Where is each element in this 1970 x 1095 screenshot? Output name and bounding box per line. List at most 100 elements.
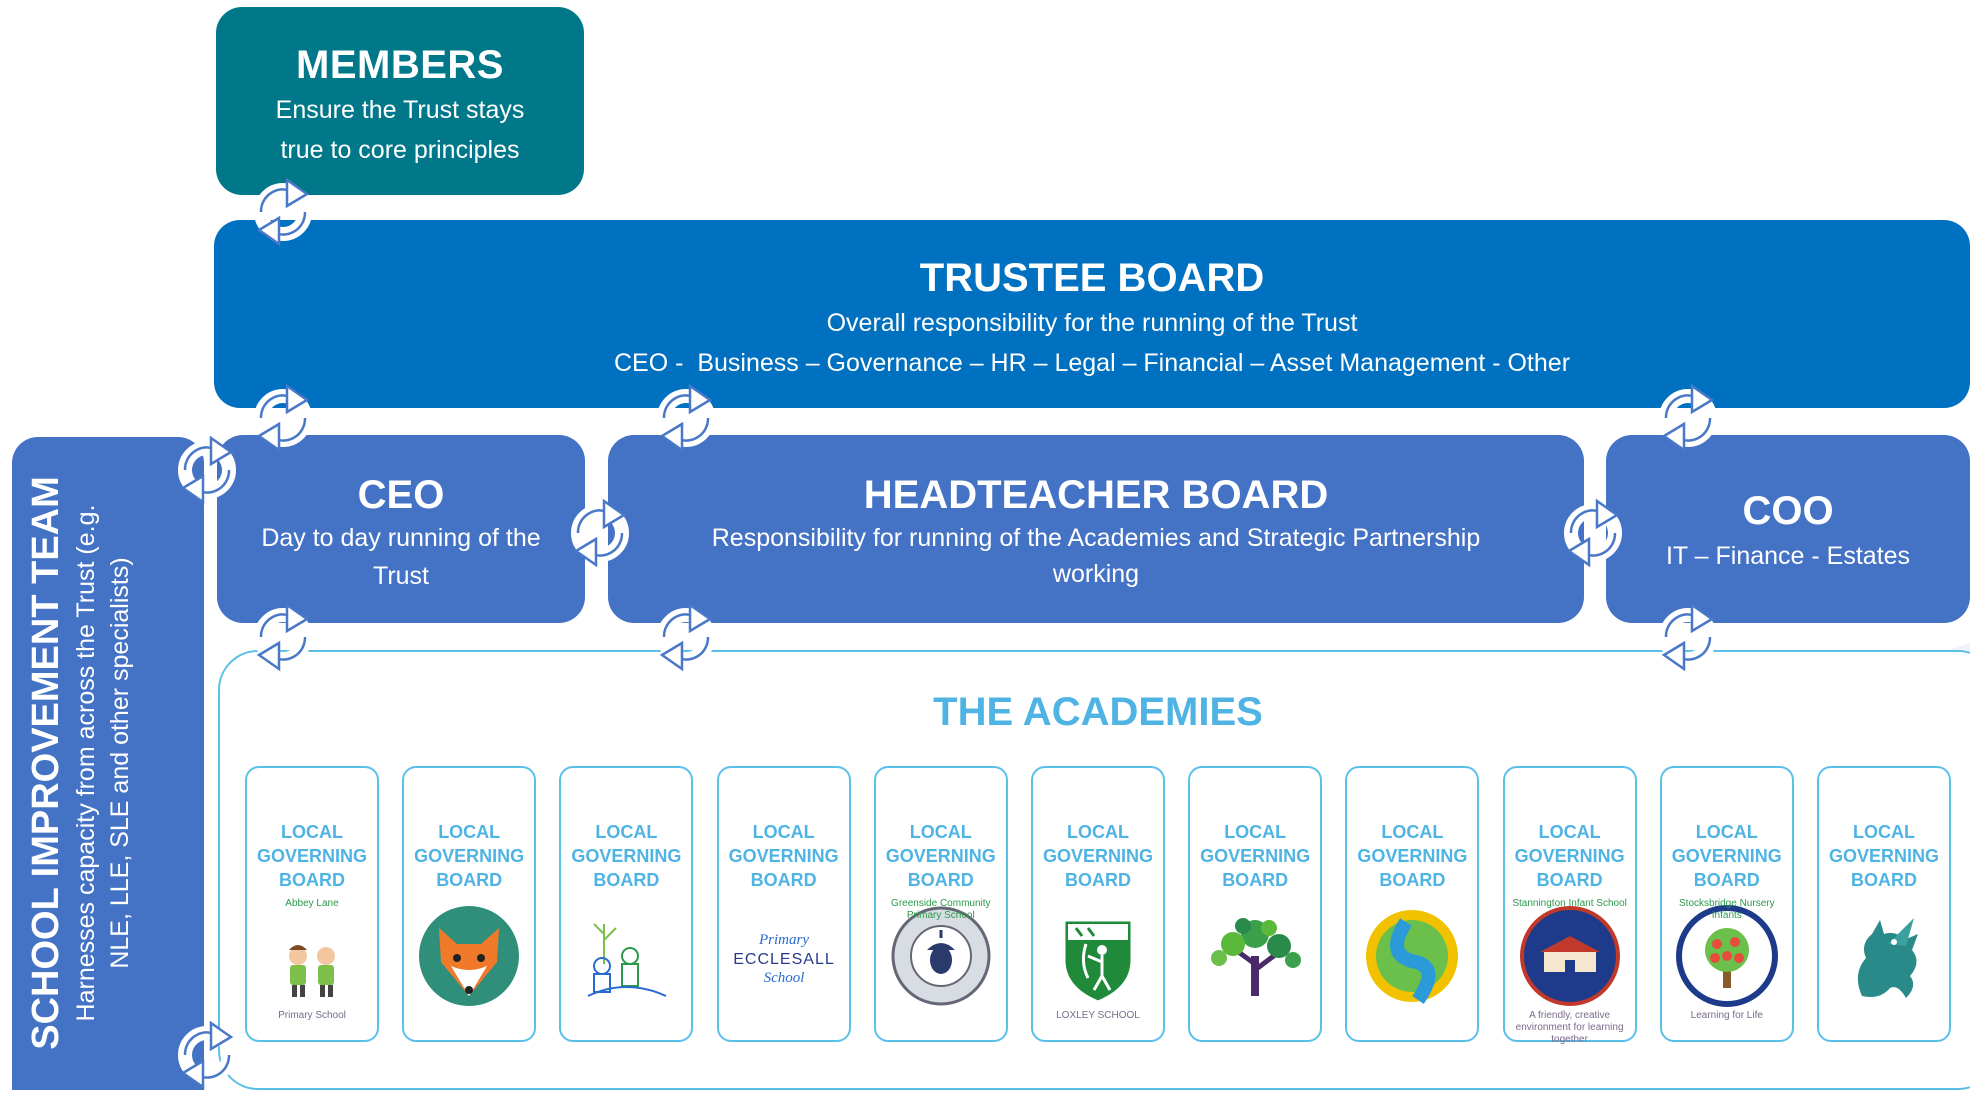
cycle-arrow-icon <box>646 378 726 458</box>
coo-line1: IT – Finance - Estates <box>1665 542 1911 570</box>
board-label-line2: GOVERNING <box>1514 846 1625 866</box>
school-logo-text: ECCLESALL <box>733 951 835 968</box>
school-logo-text-top: Stocksbridge Nursery Infants <box>1679 898 1775 921</box>
local-governing-board-card: LOCAL GOVERNING BOARD <box>1188 766 1323 1042</box>
board-label-line3: BOARD <box>907 870 974 890</box>
local-governing-board-card: LOCAL GOVERNING BOARD Greenside Community P… <box>873 766 1008 1042</box>
board-label-line3: BOARD <box>593 870 660 890</box>
board-label-line1: LOCAL <box>438 822 501 842</box>
cycle-arrow-icon <box>560 493 640 573</box>
coo-box: COO IT – Finance - Estates <box>1606 435 1970 623</box>
board-label-line2: GOVERNING <box>1828 846 1939 866</box>
board-label-line1: LOCAL <box>281 822 343 842</box>
cycle-arrow-icon <box>1648 378 1728 458</box>
ceo-box: CEO Day to day running of the Trust <box>217 435 585 623</box>
board-label-line2: GOVERNING <box>571 846 682 866</box>
ceo-title: CEO <box>357 473 445 517</box>
board-label-line3: BOARD <box>279 870 345 890</box>
school-logo-text: Primary <box>758 932 809 948</box>
school-logo-text-bottom: Learning for Life <box>1690 1010 1763 1021</box>
trustee-board-title: TRUSTEE BOARD <box>919 256 1265 300</box>
archer-shield-icon <box>1062 918 1134 1004</box>
board-label-line2: GOVERNING <box>1042 846 1153 866</box>
members-box: MEMBERS Ensure the Trust stays true to c… <box>216 7 584 195</box>
school-logo-text: School <box>763 970 804 986</box>
local-governing-board-card: LOCAL GOVERNING BOARD <box>1345 766 1480 1042</box>
academies-title: THE ACADEMIES <box>933 690 1263 734</box>
board-label-line2: GOVERNING <box>1357 846 1468 866</box>
cycle-arrow-icon <box>243 378 323 458</box>
board-label-line1: LOCAL <box>1224 822 1287 842</box>
cycle-arrow-icon <box>243 172 323 252</box>
fox-icon <box>419 906 520 1006</box>
school-logo-text-top: Greenside Community Primary School <box>891 898 991 921</box>
local-governing-board-label: LOCAL GOVERNING BOARD <box>1190 820 1320 892</box>
cycle-arrow-icon <box>243 597 323 677</box>
board-label-line3: BOARD <box>1222 870 1289 890</box>
trustee-board-line2: CEO - Business – Governance – HR – Legal… <box>613 349 1571 377</box>
school-logo-text-bottom: Primary School <box>278 1010 346 1021</box>
headteacher-board-box: HEADTEACHER BOARD Responsibility for run… <box>608 435 1584 623</box>
board-label-line2: GOVERNING <box>414 846 525 866</box>
school-improvement-line2: NLE, LLE, SLE and other specialists) <box>106 557 134 969</box>
school-building-icon <box>1519 906 1620 1006</box>
school-improvement-team-box: SCHOOL IMPROVEMENT TEAM Harnesses capaci… <box>12 437 204 1090</box>
board-label-line3: BOARD <box>1065 870 1131 890</box>
ceo-line2: Trust <box>372 562 430 590</box>
cycle-arrow-icon <box>1648 597 1728 677</box>
board-label-line1: LOCAL <box>1853 822 1915 842</box>
local-governing-board-label: LOCAL GOVERNING BOARD <box>1819 820 1949 892</box>
local-governing-board-card: LOCAL GOVERNING BOARD <box>559 766 694 1042</box>
board-label-line2: GOVERNING <box>885 846 996 866</box>
drawing-icon <box>587 923 667 997</box>
school-logo-text-top: Stannington Infant School <box>1512 898 1627 909</box>
trustee-board-line1: Overall responsibility for the running o… <box>826 309 1358 337</box>
school-logo-text-top: Abbey Lane <box>285 898 339 909</box>
board-label-line2: GOVERNING <box>728 846 839 866</box>
local-governing-board-label: LOCAL GOVERNING BOARD <box>561 820 691 892</box>
dragon-icon <box>1857 918 1918 998</box>
headteacher-board-title: HEADTEACHER BOARD <box>863 473 1329 517</box>
local-governing-board-card: LOCAL GOVERNING BOARD Stocksbridge Nursery … <box>1659 766 1794 1042</box>
acorn-icon <box>891 906 991 1006</box>
coo-title: COO <box>1742 489 1834 533</box>
members-line2: true to core principles <box>280 136 520 164</box>
tree-icon <box>1211 918 1302 996</box>
board-label-line1: LOCAL <box>909 822 972 842</box>
board-label-line3: BOARD <box>1379 870 1446 890</box>
apple-tree-icon <box>1675 905 1778 1007</box>
school-logo-text-bottom: A friendly, creative environment for lea… <box>1515 1010 1624 1045</box>
cycle-arrow-icon <box>167 430 247 510</box>
cycle-arrow-icon <box>167 1015 247 1095</box>
trustee-board-box: TRUSTEE BOARD Overall responsibility for… <box>214 220 1970 408</box>
board-label-line2: GOVERNING <box>1200 846 1311 866</box>
board-label-line3: BOARD <box>1536 870 1603 890</box>
local-governing-board-label: LOCAL GOVERNING BOARD <box>1347 820 1477 892</box>
board-label-line1: LOCAL <box>752 822 815 842</box>
board-label-line3: BOARD <box>1851 870 1917 890</box>
board-label-line1: LOCAL <box>1381 822 1444 842</box>
board-label-line3: BOARD <box>1693 870 1760 890</box>
cycle-arrow-icon <box>646 597 726 677</box>
local-governing-board-label: LOCAL GOVERNING BOARD <box>719 820 849 892</box>
board-label-line2: GOVERNING <box>1671 846 1782 866</box>
school-logo-text-bottom: LOXLEY SCHOOL <box>1056 1010 1140 1021</box>
school-improvement-line1: Harnesses capacity from across the Trust… <box>72 504 100 1022</box>
board-label-line1: LOCAL <box>595 822 658 842</box>
board-label-line3: BOARD <box>750 870 817 890</box>
local-governing-board-label: LOCAL GOVERNING BOARD <box>876 820 1006 892</box>
board-label-line1: LOCAL <box>1695 822 1758 842</box>
school-improvement-title: SCHOOL IMPROVEMENT TEAM <box>25 476 67 1050</box>
local-governing-board-card: LOCAL GOVERNING BOARD <box>1817 766 1951 1042</box>
sun-river-icon <box>1366 910 1459 1004</box>
